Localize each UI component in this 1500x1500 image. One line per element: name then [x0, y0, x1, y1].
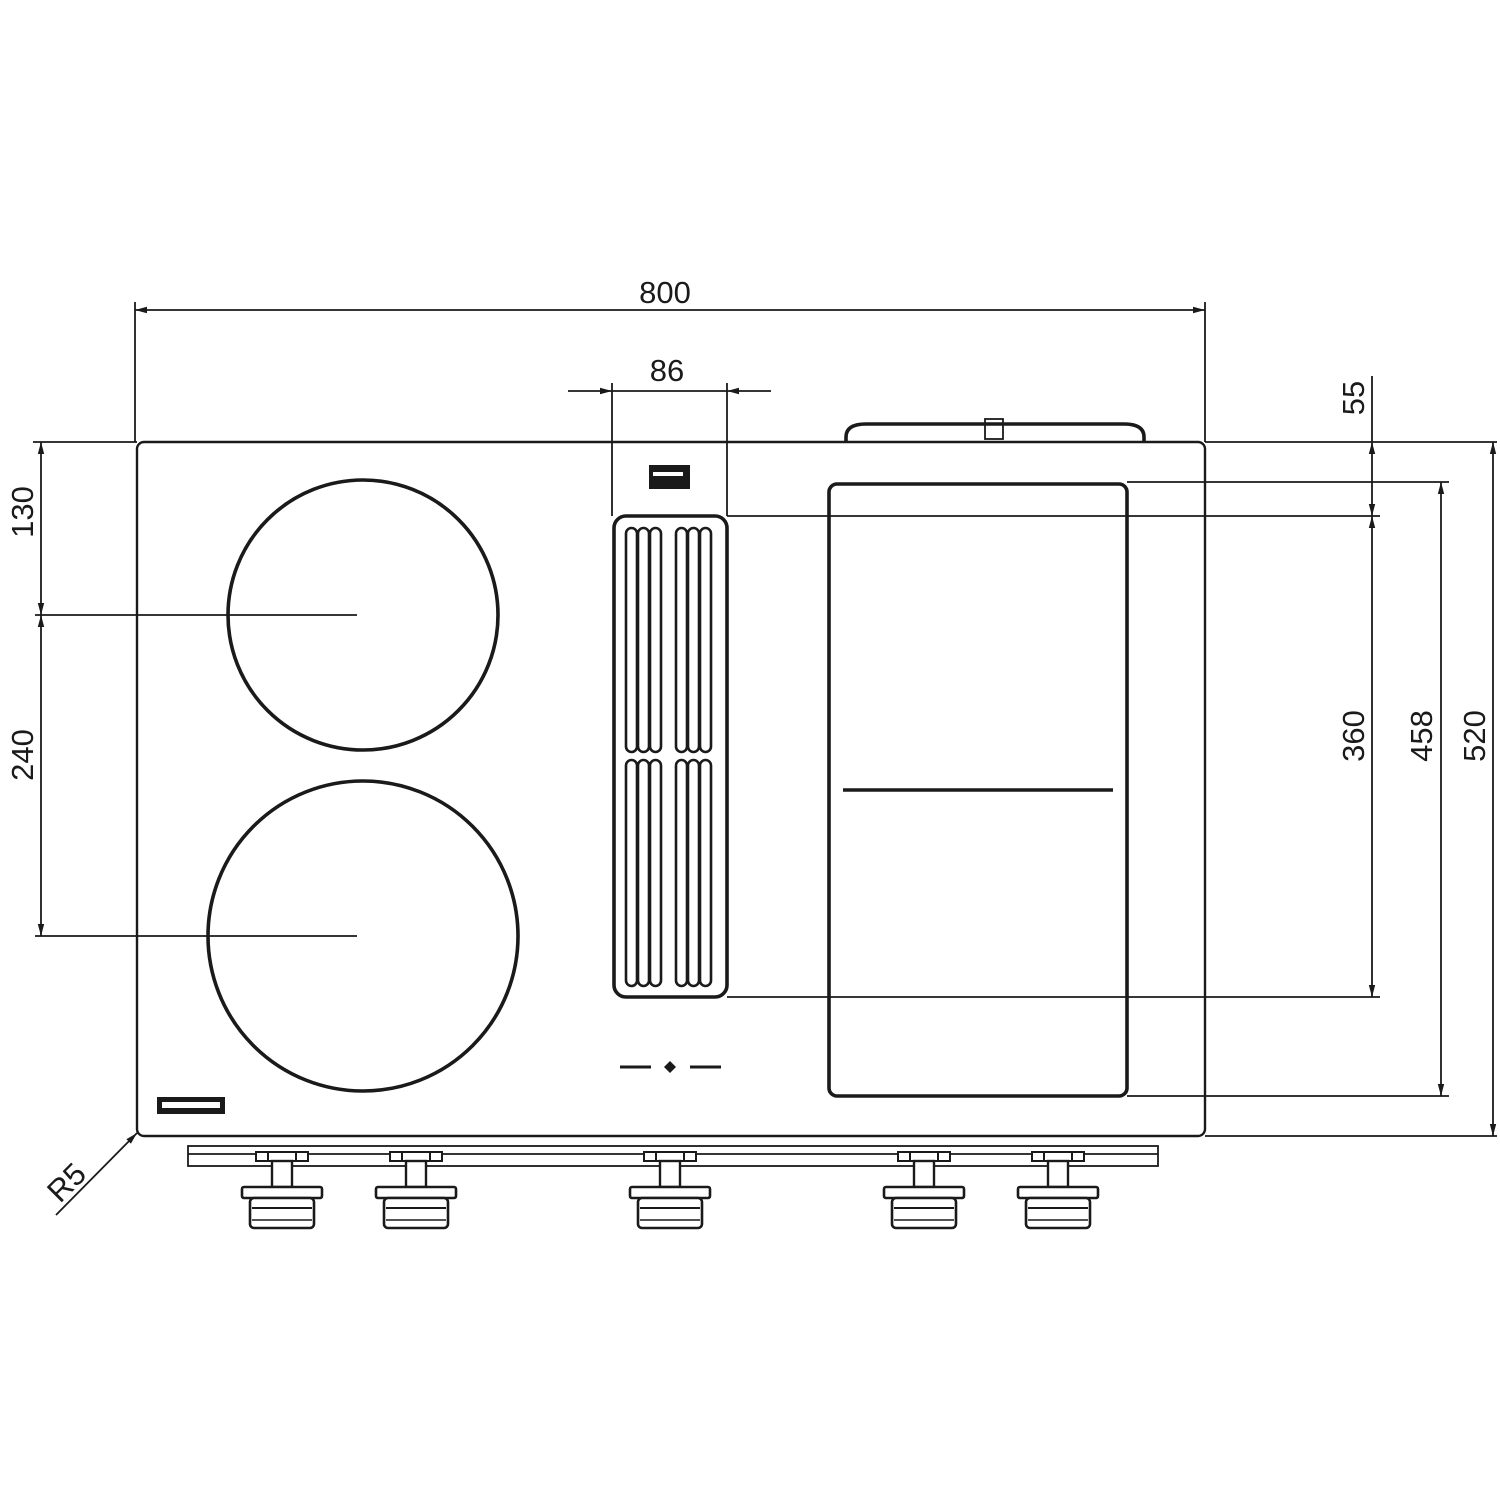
vent-logo-plate [649, 465, 690, 489]
dim-vent-length: 360 [1336, 710, 1371, 762]
vent-slot [674, 526, 689, 754]
knob-stem [1046, 1159, 1070, 1189]
knob-flange [374, 1185, 458, 1200]
control-indicator [620, 1061, 721, 1073]
downdraft-vent [612, 465, 729, 999]
cooktop-body [135, 418, 1207, 1138]
vent-slots [624, 526, 713, 988]
knob-stem [404, 1159, 428, 1189]
knob-stem [912, 1159, 936, 1189]
dim-overall-depth: 520 [1457, 710, 1492, 762]
teppan-outline [827, 482, 1129, 1098]
dim-overall-width: 800 [639, 275, 691, 310]
dim-corner-radius: R5 [40, 1156, 93, 1209]
knob-stem [270, 1159, 294, 1189]
dim-teppan-length: 458 [1404, 710, 1439, 762]
control-knob[interactable] [1016, 1151, 1100, 1230]
brand-plate-lettering [162, 1102, 220, 1108]
vent-outline [612, 514, 729, 999]
dimension-lines: 800 86 130 240 55 360 458 520 [5, 275, 1497, 1216]
knob-cap [248, 1196, 316, 1230]
vent-slot [624, 526, 639, 754]
control-knobs [240, 1151, 1100, 1230]
knob-flange [882, 1185, 966, 1200]
knob-bracket [897, 1151, 951, 1162]
vent-slot [636, 758, 651, 988]
control-knob[interactable] [628, 1151, 712, 1230]
dim-zone-spacing: 240 [5, 729, 40, 781]
knob-bracket [643, 1151, 697, 1162]
cooktop-outline [135, 440, 1207, 1138]
vent-slot [686, 526, 701, 754]
vent-slot [698, 758, 713, 988]
control-knob[interactable] [240, 1151, 324, 1230]
dim-line-r5 [55, 1132, 138, 1216]
knob-flange [628, 1185, 712, 1200]
dim-first-zone-offset: 130 [5, 486, 40, 538]
vent-logo-mark [653, 472, 683, 476]
vent-slot [698, 526, 713, 754]
knob-bracket [255, 1151, 309, 1162]
knob-flange [240, 1185, 324, 1200]
knob-flange [1016, 1185, 1100, 1200]
vent-slot [686, 758, 701, 988]
knob-cap [636, 1196, 704, 1230]
teppan-zone [827, 482, 1129, 1098]
control-knob[interactable] [882, 1151, 966, 1230]
cooking-zones [35, 478, 520, 1093]
vent-slot [674, 758, 689, 988]
dim-top-offset: 55 [1336, 381, 1371, 415]
brand-plate [157, 1097, 225, 1114]
rear-bracket-clip [984, 418, 1004, 440]
vent-slot [624, 758, 639, 988]
control-knob[interactable] [374, 1151, 458, 1230]
knob-cap [382, 1196, 450, 1230]
vent-slot [636, 526, 651, 754]
vent-slot [648, 758, 663, 988]
knob-bracket [389, 1151, 443, 1162]
control-diamond [664, 1061, 676, 1073]
dim-vent-width: 86 [650, 353, 684, 388]
vent-slot [648, 526, 663, 754]
knob-bracket [1031, 1151, 1085, 1162]
rear-bracket [844, 422, 1146, 442]
knob-cap [1024, 1196, 1092, 1230]
knob-stem [658, 1159, 682, 1189]
knob-cap [890, 1196, 958, 1230]
